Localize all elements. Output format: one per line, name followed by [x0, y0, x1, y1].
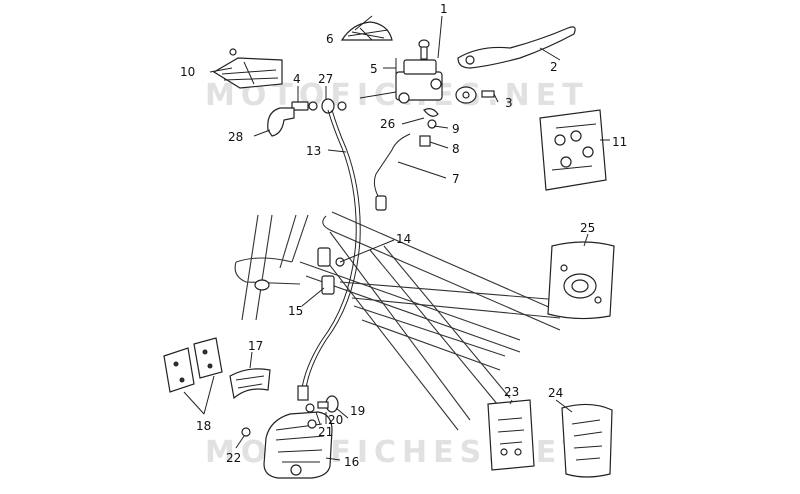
switch-cable — [373, 133, 431, 211]
callout-24: 24 — [548, 386, 563, 400]
callout-2: 2 — [550, 60, 558, 74]
callout-8: 8 — [452, 142, 460, 156]
kit-bag-24 — [561, 403, 613, 478]
callout-18: 18 — [196, 419, 211, 433]
callout-14: 14 — [396, 232, 411, 246]
caliper-hardware — [241, 395, 339, 437]
callout-28: 28 — [228, 130, 243, 144]
callout-labels: 1 2 3 4 5 6 7 8 9 10 11 13 14 15 16 17 1… — [180, 2, 627, 469]
banjo-fittings — [267, 98, 347, 137]
kit-bag-25 — [547, 241, 615, 320]
brake-caliper — [263, 411, 333, 479]
callout-3: 3 — [505, 96, 513, 110]
callout-7: 7 — [452, 172, 460, 186]
callout-23: 23 — [504, 385, 519, 399]
callout-1: 1 — [440, 2, 448, 16]
callout-16: 16 — [344, 455, 359, 469]
master-cylinder — [359, 39, 495, 129]
callout-19: 19 — [350, 404, 365, 418]
mounting-bracket — [212, 48, 283, 89]
callout-6: 6 — [326, 32, 334, 46]
callout-26: 26 — [380, 117, 395, 131]
callout-27: 27 — [318, 72, 333, 86]
callout-9: 9 — [452, 122, 460, 136]
leader-lines — [183, 15, 610, 461]
callout-21: 21 — [318, 425, 333, 439]
kit-bag-11 — [539, 109, 607, 191]
callout-4: 4 — [293, 72, 301, 86]
callout-10: 10 — [180, 65, 195, 79]
callout-22: 22 — [226, 451, 241, 465]
frame-tubes — [234, 211, 561, 431]
kit-bag-23 — [487, 399, 535, 471]
brake-pads — [163, 337, 271, 400]
callout-17: 17 — [248, 339, 263, 353]
callout-13: 13 — [306, 144, 321, 158]
callout-15: 15 — [288, 304, 303, 318]
callout-11: 11 — [612, 135, 627, 149]
brake-hose — [297, 109, 361, 401]
brake-lever — [457, 26, 576, 69]
hose-clips — [317, 247, 345, 295]
callout-5: 5 — [370, 62, 378, 76]
reservoir-cap — [340, 21, 393, 41]
callout-20: 20 — [328, 413, 343, 427]
callout-25: 25 — [580, 221, 595, 235]
